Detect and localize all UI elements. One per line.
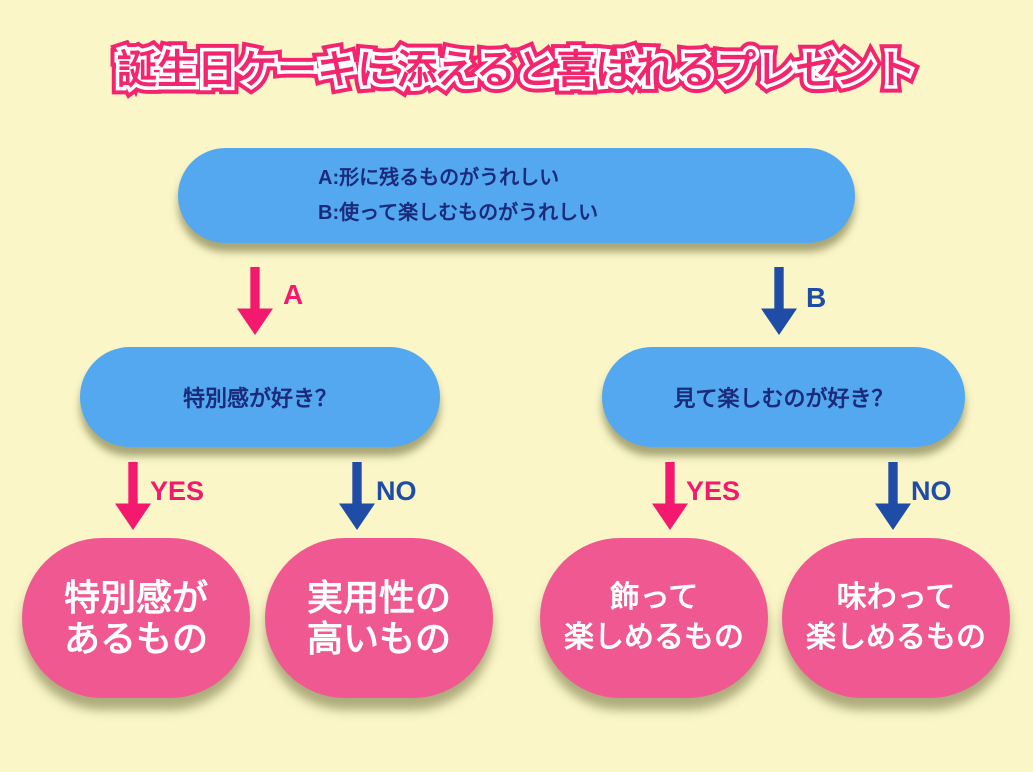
result-box-practical: 実用性の 高いもの <box>265 538 493 698</box>
question-box-left: 特別感が好き？ <box>80 347 440 447</box>
page-title-outline-pink: 誕生日ケーキに添えると喜ばれるプレゼント <box>110 41 924 100</box>
page-title: 誕生日ケーキに添えると喜ばれるプレゼント 誕生日ケーキに添えると喜ばれるプレゼン… <box>0 41 1033 100</box>
result-box-special: 特別感が あるもの <box>22 538 250 698</box>
page-title-text: 誕生日ケーキに添えると喜ばれるプレゼント <box>117 48 916 92</box>
left-yes-label: YES <box>150 476 205 506</box>
right-no-arrow-down-icon <box>875 462 911 530</box>
question-box-right: 見て楽しむのが好き？ <box>602 347 965 447</box>
option-b-text: B:使って楽しむものがうれしい <box>318 202 599 224</box>
question-left-text: 特別感が好き？ <box>182 386 337 411</box>
right-yes-label: YES <box>686 476 741 506</box>
question-right-text: 見て楽しむのが好き？ <box>673 386 894 411</box>
result-line: 飾って <box>609 580 699 614</box>
page-title-outline-white: 誕生日ケーキに添えると喜ばれるプレゼント <box>114 45 920 96</box>
branch-a-arrow-down-icon <box>237 267 273 335</box>
root-question-box: A:形に残るものがうれしい B:使って楽しむものがうれしい <box>178 148 855 243</box>
option-a-text: A:形に残るものがうれしい <box>318 167 560 189</box>
result-box-tasty: 味わって 楽しめるもの <box>782 538 1010 698</box>
result-line: 味わって <box>836 580 956 614</box>
result-box-decorative: 飾って 楽しめるもの <box>540 538 768 698</box>
branch-a-label: A <box>283 279 304 310</box>
right-no-label: NO <box>911 476 952 506</box>
result-line: あるもの <box>63 618 208 659</box>
page-title-stack: 誕生日ケーキに添えると喜ばれるプレゼント 誕生日ケーキに添えると喜ばれるプレゼン… <box>110 41 924 100</box>
left-yes-arrow-down-icon <box>115 462 151 530</box>
branch-b-arrow-down-icon <box>761 267 797 335</box>
result-line: 実用性の <box>306 576 451 618</box>
result-line: 楽しめるもの <box>564 621 744 654</box>
left-no-arrow-down-icon <box>339 462 375 530</box>
left-no-label: NO <box>376 476 417 506</box>
branch-b-label: B <box>806 282 827 313</box>
right-yes-arrow-down-icon <box>652 462 688 530</box>
result-line: 高いもの <box>306 618 451 659</box>
result-line: 楽しめるもの <box>806 621 986 654</box>
result-line: 特別感が <box>63 576 208 618</box>
